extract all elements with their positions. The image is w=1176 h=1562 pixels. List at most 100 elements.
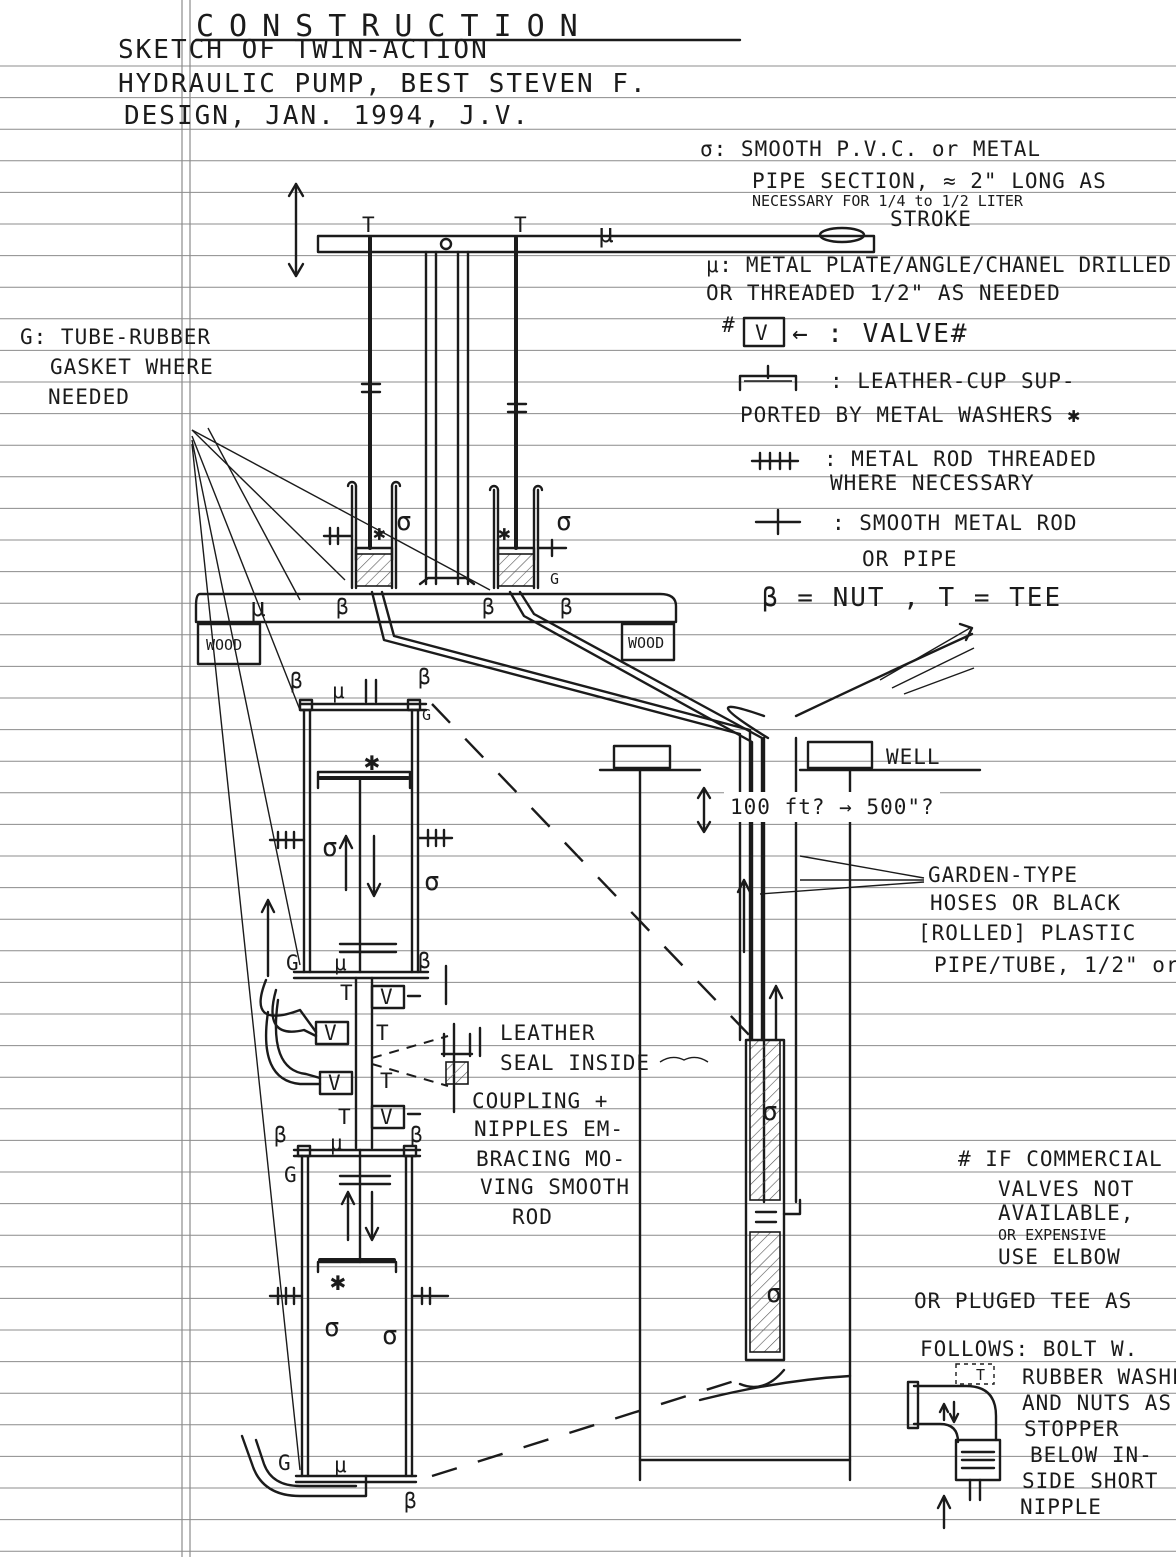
lower-bottom-mu: μ (334, 1453, 348, 1477)
legend-threaded-rod-icon (750, 451, 800, 471)
left-cup-star: ✱ (373, 521, 387, 545)
hose-label-arrows (759, 855, 925, 895)
water-spray (879, 622, 975, 695)
legend-rod-1: : METAL ROD THREADED (824, 447, 1097, 471)
note-line-3: AVAILABLE, (998, 1201, 1134, 1225)
wood-block-left (196, 622, 262, 666)
wood-left-label: WOOD (206, 636, 242, 654)
valve-1-symbol: V (380, 985, 394, 1009)
hose-label-3: [ROLLED] PLASTIC (918, 921, 1136, 945)
subtitle-line-2: HYDRAULIC PUMP, BEST STEVEN F. (118, 69, 648, 99)
top-beam (316, 226, 876, 254)
dashed-seal-2 (371, 1063, 449, 1087)
lower-bottom-beta: β (404, 1489, 418, 1513)
valve-2-symbol: V (324, 1021, 338, 1045)
left-small-cylinder (322, 480, 402, 590)
subtitle-line-1: SKETCH OF TWIN-ACTION (118, 35, 489, 65)
upper-flow-arrows (260, 834, 382, 978)
flow-arrows-well (736, 878, 784, 1042)
note-line-12: SIDE SHORT (1022, 1469, 1158, 1493)
legend-valve-label: ← : VALVE# (792, 319, 969, 349)
water-level (659, 1056, 709, 1063)
legend-valve-box (742, 316, 786, 348)
plate-beta-1: β (336, 595, 350, 619)
stroke-arrow (287, 182, 305, 278)
dashed-line-2 (431, 1376, 745, 1478)
legend-mu-2: OR THREADED 1/2" AS NEEDED (706, 281, 1061, 305)
tee-left-label: T (362, 213, 376, 237)
valve-manifold (259, 964, 456, 1150)
upper-cup-star: ✱ (364, 747, 382, 777)
depth-label-bg (724, 792, 940, 822)
base-plate (194, 592, 678, 624)
legend-smooth-2: OR PIPE (862, 547, 958, 571)
wood-right-label: WOOD (628, 634, 664, 652)
legend-mu-1: μ: METAL PLATE/ANGLE/CHANEL DRILLED (706, 253, 1172, 277)
lower-gasket-g: G (284, 1163, 298, 1187)
upper-sigma-2: σ (424, 867, 442, 897)
title: CONSTRUCTION (196, 9, 593, 44)
note-line-2: VALVES NOT (998, 1177, 1134, 1201)
center-guide-post (418, 237, 476, 586)
hole-sigma-1: σ (762, 1097, 780, 1127)
legend-sigma-1: σ: SMOOTH P.V.C. or METAL (700, 137, 1041, 161)
ruled-lines (0, 65, 1176, 1552)
tee-right-label: T (514, 213, 528, 237)
legend-smooth-rod-icon (754, 508, 802, 536)
note-line-9: AND NUTS AS (1022, 1391, 1172, 1415)
legend-valve-symbol: V (755, 321, 769, 345)
legend-leather-cup-icon (738, 364, 798, 392)
note-line-7: FOLLOWS: BOLT W. (920, 1337, 1138, 1361)
note-line-6: OR PLUGED TEE AS (914, 1289, 1132, 1313)
lower-bottom-g: G (278, 1451, 292, 1475)
legend-rod-2: WHERE NECESSARY (830, 471, 1035, 495)
leather-label-1: LEATHER (500, 1021, 596, 1045)
elbow-tee-label: T (976, 1366, 985, 1384)
legend-sigma-4: STROKE (890, 207, 972, 231)
upper-big-cylinder (268, 678, 454, 980)
upper-bottom-beta: β (418, 949, 432, 973)
beam-mu-label: μ (598, 219, 616, 249)
well-label: WELL (886, 745, 941, 769)
coupling-label-5: ROD (512, 1205, 553, 1229)
valve-3-symbol: V (328, 1071, 342, 1095)
down-hole-cylinder (738, 1038, 802, 1389)
upper-sigma-1: σ (322, 833, 340, 863)
manifold-tee-2: T (376, 1021, 390, 1045)
right-piston-rod (506, 236, 528, 550)
coupling-label-4: VING SMOOTH (480, 1175, 630, 1199)
hole-sigma-2: σ (766, 1279, 784, 1309)
wood-block-right (620, 622, 676, 662)
upper-bottom-g: G (286, 951, 300, 975)
plate-mu-label: μ (250, 593, 268, 623)
note-line-4: OR EXPENSIVE (998, 1226, 1106, 1244)
elbow-detail (906, 1363, 1002, 1530)
note-line-5: USE ELBOW (998, 1245, 1121, 1269)
leather-seal-detail (440, 1026, 482, 1085)
coupling-label-1: COUPLING + (472, 1089, 608, 1113)
lower-sigma-1: σ (324, 1313, 342, 1343)
upper-beta-left: β (290, 669, 304, 693)
upper-gasket-g: G (422, 706, 431, 724)
note-line-11: BELOW IN- (1030, 1443, 1153, 1467)
lower-beta-left: β (274, 1123, 288, 1147)
lower-big-cylinder (240, 1144, 450, 1498)
legend-valve-hash: # (722, 313, 736, 337)
hose-label-2: HOSES OR BLACK (930, 891, 1121, 915)
hose-label-1: GARDEN-TYPE (928, 863, 1078, 887)
plate-beta-3: β (560, 595, 574, 619)
note-line-8: RUBBER WASHER (1022, 1365, 1176, 1389)
valve-4-symbol: V (380, 1105, 394, 1129)
gasket-label-1: G: TUBE-RUBBER (20, 325, 211, 349)
legend-sigma-2: PIPE SECTION, ≈ 2" LONG AS (752, 169, 1107, 193)
coupling-label-2: NIPPLES EM- (474, 1117, 624, 1141)
left-piston-rod (360, 236, 382, 550)
right-small-cylinder (488, 484, 568, 590)
manifold-tee-4: T (338, 1105, 352, 1129)
left-sigma: σ (396, 507, 414, 537)
lower-sigma-2: σ (382, 1321, 400, 1351)
right-sigma: σ (556, 507, 574, 537)
manifold-tee-3: T (380, 1069, 394, 1093)
lower-beta-right: β (410, 1123, 424, 1147)
